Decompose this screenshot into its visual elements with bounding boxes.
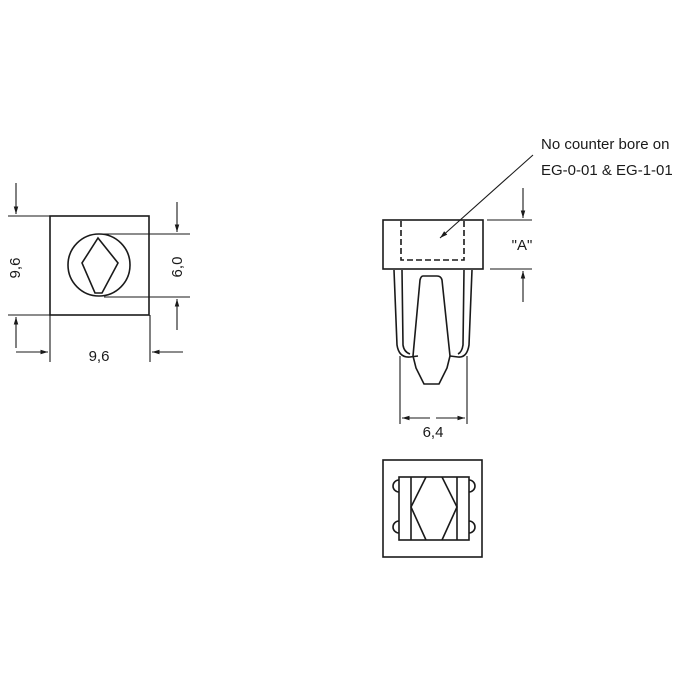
note-line-2: EG-0-01 & EG-1-01 [541, 162, 673, 179]
center-slot [412, 275, 451, 385]
dim-height-label: 9,6 [7, 258, 24, 279]
side-view: 6,4 "A" No counter bore on EG-0-01 & EG-… [382, 136, 673, 441]
head-outline [382, 219, 484, 270]
bottom-view [382, 459, 483, 558]
right-leg [449, 269, 473, 358]
diamond-left [410, 476, 427, 541]
top-view: 9,6 6,0 9,6 [7, 183, 190, 365]
note-leader [439, 154, 534, 239]
dim-leg-width-label: 6,4 [423, 424, 444, 441]
dim-width-label: 9,6 [89, 348, 110, 365]
diamond-hole [81, 236, 119, 294]
bottom-view-outline [382, 459, 483, 558]
note-line-1: No counter bore on [541, 136, 669, 153]
left-leg [393, 269, 419, 358]
dim-diameter-label: 6,0 [169, 257, 186, 278]
counter-bore-hidden [400, 221, 465, 261]
top-view-outline [49, 215, 150, 316]
dim-head-height-label: "A" [512, 237, 533, 254]
diamond-right [441, 476, 458, 541]
head-circle [67, 233, 131, 297]
